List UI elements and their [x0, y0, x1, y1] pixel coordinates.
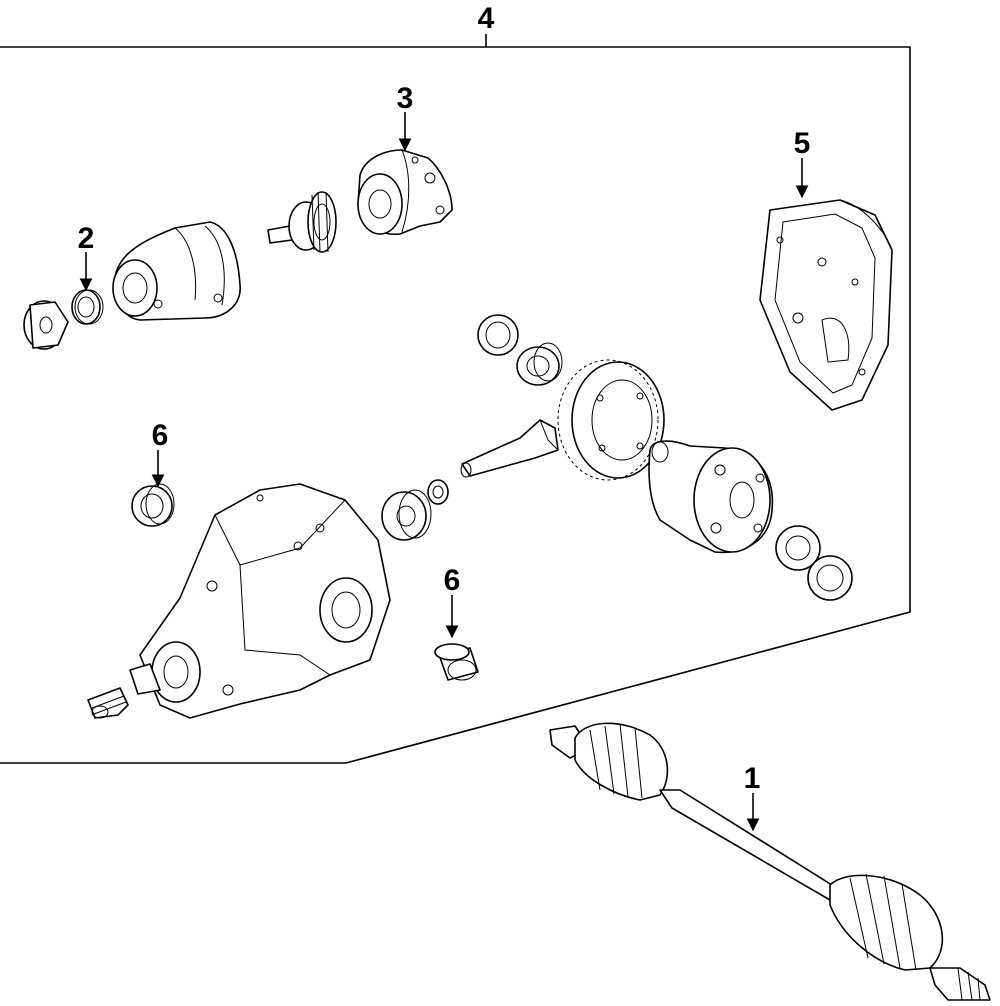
- callout-6-upper[interactable]: 6: [152, 419, 169, 452]
- callout-5[interactable]: 5: [794, 127, 811, 160]
- axle-seal-left: [131, 483, 175, 527]
- callout-6-lower[interactable]: 6: [444, 564, 461, 597]
- leader-lines: [79, 112, 809, 832]
- pinion-bearing-race: [477, 314, 519, 356]
- callout-3[interactable]: 3: [397, 82, 414, 115]
- assembly-boundary: [0, 34, 911, 764]
- companion-flange: [23, 300, 69, 350]
- differential-cover: [759, 199, 893, 411]
- side-bearing: [775, 525, 821, 571]
- pinion-boot: [87, 687, 129, 719]
- extension-housing: [112, 221, 241, 321]
- side-bearing-race: [807, 555, 853, 601]
- ring-gear: [557, 359, 665, 481]
- differential-case: [648, 440, 774, 554]
- shim-washer: [427, 479, 449, 505]
- axle-seal-right: [434, 643, 479, 681]
- coupling-pump: [357, 149, 453, 235]
- rear-pinion-bearing: [381, 489, 432, 541]
- pinion-seal: [71, 289, 104, 325]
- pinion-bearing: [516, 342, 563, 386]
- differential-carrier: [129, 483, 391, 719]
- callout-4[interactable]: 4: [478, 2, 495, 35]
- drive-gear: [267, 191, 337, 253]
- callout-1[interactable]: 1: [744, 762, 761, 795]
- drive-pinion: [460, 419, 559, 478]
- axle-shaft: [549, 722, 991, 1001]
- callout-2[interactable]: 2: [78, 222, 95, 255]
